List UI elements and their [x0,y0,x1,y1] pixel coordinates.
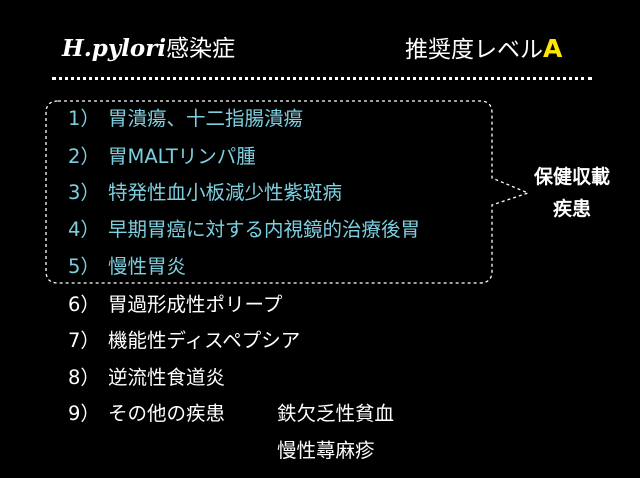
list-item-9: 9）その他の疾患 [68,402,226,425]
list-item-4: 4）早期胃癌に対する内視鏡的治療後胃 [68,218,421,241]
list-item-1: 1）胃潰瘍、十二指腸潰瘍 [68,107,304,130]
callout-label-line1: 保健収載 [533,166,610,188]
list-item-5: 5）慢性胃炎 [68,255,187,278]
title-divider [52,77,592,80]
title-italic: H.pylori [62,35,167,62]
callout-label-line2: 疾患 [552,198,591,220]
list-item-2: 2）胃MALTリンパ腫 [68,145,256,168]
slide-title: H.pylori感染症 [62,34,235,64]
list-item-7: 7）機能性ディスペプシア [68,329,301,352]
list-item-6: 6）胃過形成性ポリープ [68,293,283,316]
recommend-label: 推奨度レベル [405,37,543,63]
recommend-grade: A [543,34,563,63]
other-disease-2: 慢性蕁麻疹 [277,439,375,462]
list-item-3: 3）特発性血小板減少性紫斑病 [68,181,343,204]
other-disease-1: 鉄欠乏性貧血 [277,402,395,425]
recommendation-level: 推奨度レベルA [405,34,562,65]
title-rest: 感染症 [166,36,236,62]
list-item-8: 8）逆流性食道炎 [68,366,226,389]
